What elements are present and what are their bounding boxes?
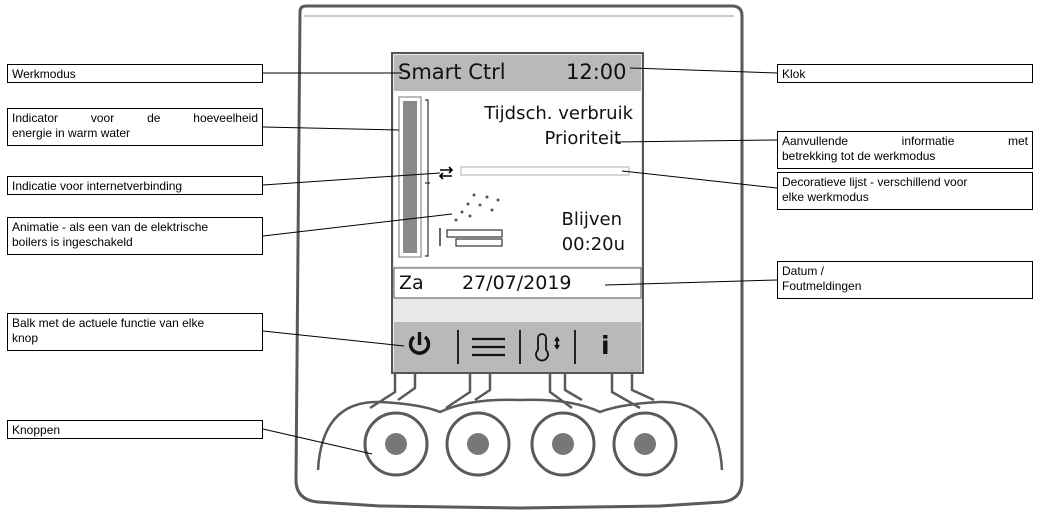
- label-buttons: Knoppen: [7, 420, 263, 439]
- energy-indicator-fill: [403, 101, 417, 253]
- button-4[interactable]: [614, 413, 676, 475]
- label-animation: Animatie - als een van de elektrische bo…: [7, 217, 263, 255]
- mode-text: Smart Ctrl: [398, 60, 506, 84]
- label-werkmodus: Werkmodus: [7, 64, 263, 83]
- label-clock: Klok: [777, 64, 1033, 83]
- date-day: Za: [399, 272, 424, 294]
- label-extra-info: Aanvullende informatie met betrekking to…: [777, 131, 1033, 169]
- info-icon: i: [601, 331, 610, 360]
- remaining-time: 00:20u: [522, 234, 625, 255]
- info-line1: Tijdsch. verbruik: [443, 103, 633, 124]
- button-3[interactable]: [532, 413, 594, 475]
- remaining-label: Blijven: [522, 209, 622, 230]
- decorative-line: [461, 167, 629, 175]
- button-1[interactable]: [365, 413, 427, 475]
- clock-text: 12:00: [566, 60, 627, 84]
- date-value: 27/07/2019: [462, 272, 572, 294]
- label-date: Datum / Foutmeldingen: [777, 261, 1033, 299]
- label-function-bar: Balk met de actuele functie van elke kno…: [7, 313, 263, 351]
- label-energy-indicator: Indicator voor de hoeveelheid energie in…: [7, 108, 263, 146]
- label-internet-indicator: Indicatie voor internetverbinding: [7, 176, 263, 195]
- button-2[interactable]: [447, 413, 509, 475]
- info-line2: Prioriteit: [443, 128, 621, 149]
- label-decorative: Decoratieve lijst - verschillend voor el…: [777, 172, 1033, 210]
